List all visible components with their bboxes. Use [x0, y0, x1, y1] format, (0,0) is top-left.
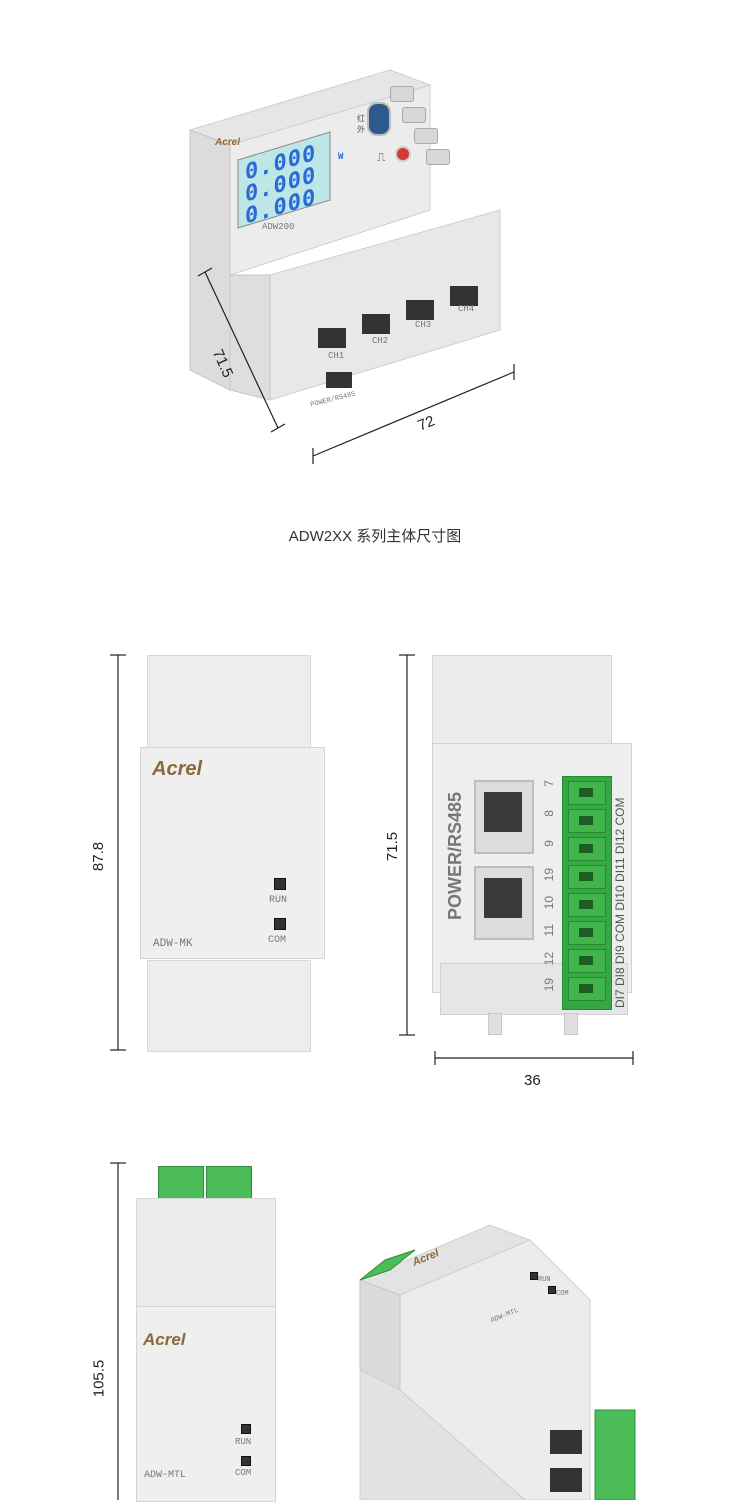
terminal-7: [568, 949, 606, 973]
brand-text: Acrel: [215, 137, 241, 148]
angled-com-led-icon: [548, 1286, 556, 1294]
channel-port-ch1: [318, 328, 346, 348]
adw200-body-drawing: [188, 69, 501, 401]
pulse-symbol-icon: ⎍: [377, 150, 386, 164]
adw-mtl-brand: Acrel: [143, 1330, 186, 1349]
dim-line-105-5: [110, 1162, 126, 1500]
pin-number-3: 9: [542, 840, 556, 847]
ir-label-1: 红: [357, 114, 365, 123]
side-port-label: POWER/RS485: [445, 792, 465, 921]
pin-number-6: 11: [542, 924, 556, 937]
pin-number-2: 8: [542, 810, 556, 817]
dimension-lines-1: [197, 267, 515, 464]
figure-caption: ADW2XX 系列主体尺寸图: [288, 528, 462, 545]
dim-71-5: 71.5: [384, 831, 402, 862]
dim-36: 36: [524, 1072, 541, 1089]
mtl-com-label: COM: [235, 1468, 252, 1478]
dim-87-8: 87.8: [90, 841, 108, 872]
ir-window: [367, 102, 391, 136]
power-port: [326, 372, 352, 388]
angled-run-label: RUN: [538, 1276, 551, 1284]
pin-number-8: 19: [542, 978, 556, 992]
angled-run-led-icon: [530, 1272, 538, 1280]
adw-mtl-angled: [355, 1220, 645, 1501]
rj45-port-1: [474, 780, 534, 854]
adw-mtl-angled-drawing: [358, 1224, 636, 1501]
pin-number-4: 19: [542, 868, 556, 882]
key-button-4[interactable]: [426, 149, 450, 165]
adw-mk-model: ADW-MK: [153, 938, 193, 950]
dim-line-87-8: [110, 654, 126, 1051]
dim-line-71-5: [399, 654, 415, 1036]
lcd-unit: W: [338, 152, 345, 162]
terminal-labels: DI7 DI8 DI9 COM DI10 DI11 DI12 COM: [613, 797, 627, 1008]
channel-label-ch2: CH2: [372, 336, 389, 346]
run-led-icon: [274, 878, 286, 890]
pin-number-7: 12: [542, 952, 556, 966]
channel-port-ch3: [406, 300, 434, 320]
adw200-product-image: [180, 60, 520, 420]
channel-label-ch4: CH4: [458, 304, 475, 314]
adw200-brand-logo: Acrel: [215, 132, 240, 150]
dim-line-36: [434, 1051, 634, 1065]
channel-label-ch3: CH3: [415, 320, 432, 330]
rj45-port-2: [474, 866, 534, 940]
channel-label-ch1: CH1: [328, 351, 345, 361]
pulse-led-icon: [395, 146, 411, 162]
mtl-run-led-icon: [241, 1424, 251, 1434]
channel-port-ch4: [450, 286, 478, 306]
ir-label-2: 外: [357, 125, 365, 134]
terminal-3: [568, 837, 606, 861]
mtl-run-label: RUN: [235, 1437, 252, 1447]
dim-105-5: 105.5: [90, 1359, 108, 1398]
terminal-8: [568, 977, 606, 1001]
com-label: COM: [268, 935, 287, 946]
key-button-3[interactable]: [414, 128, 438, 144]
adw-mtl-model: ADW-MTL: [144, 1470, 187, 1481]
run-label: RUN: [269, 895, 288, 906]
terminal-5: [568, 893, 606, 917]
pin-number-5: 10: [542, 896, 556, 910]
pin-number-1: 7: [542, 780, 556, 787]
terminal-1: [568, 781, 606, 805]
terminal-4: [568, 865, 606, 889]
terminal-6: [568, 921, 606, 945]
terminal-2: [568, 809, 606, 833]
key-button-2[interactable]: [402, 107, 426, 123]
model-label: ADW200: [262, 222, 295, 232]
com-led-icon: [274, 918, 286, 930]
angled-com-label: COM: [556, 1290, 569, 1298]
mtl-com-led-icon: [241, 1456, 251, 1466]
key-button-1[interactable]: [390, 86, 414, 102]
adw-mk-brand: Acrel: [152, 758, 203, 780]
channel-port-ch2: [362, 314, 390, 334]
adw-mtl-front: [136, 1162, 276, 1502]
adw-mk-front: [140, 655, 325, 1052]
terminal-block: [562, 776, 612, 1010]
